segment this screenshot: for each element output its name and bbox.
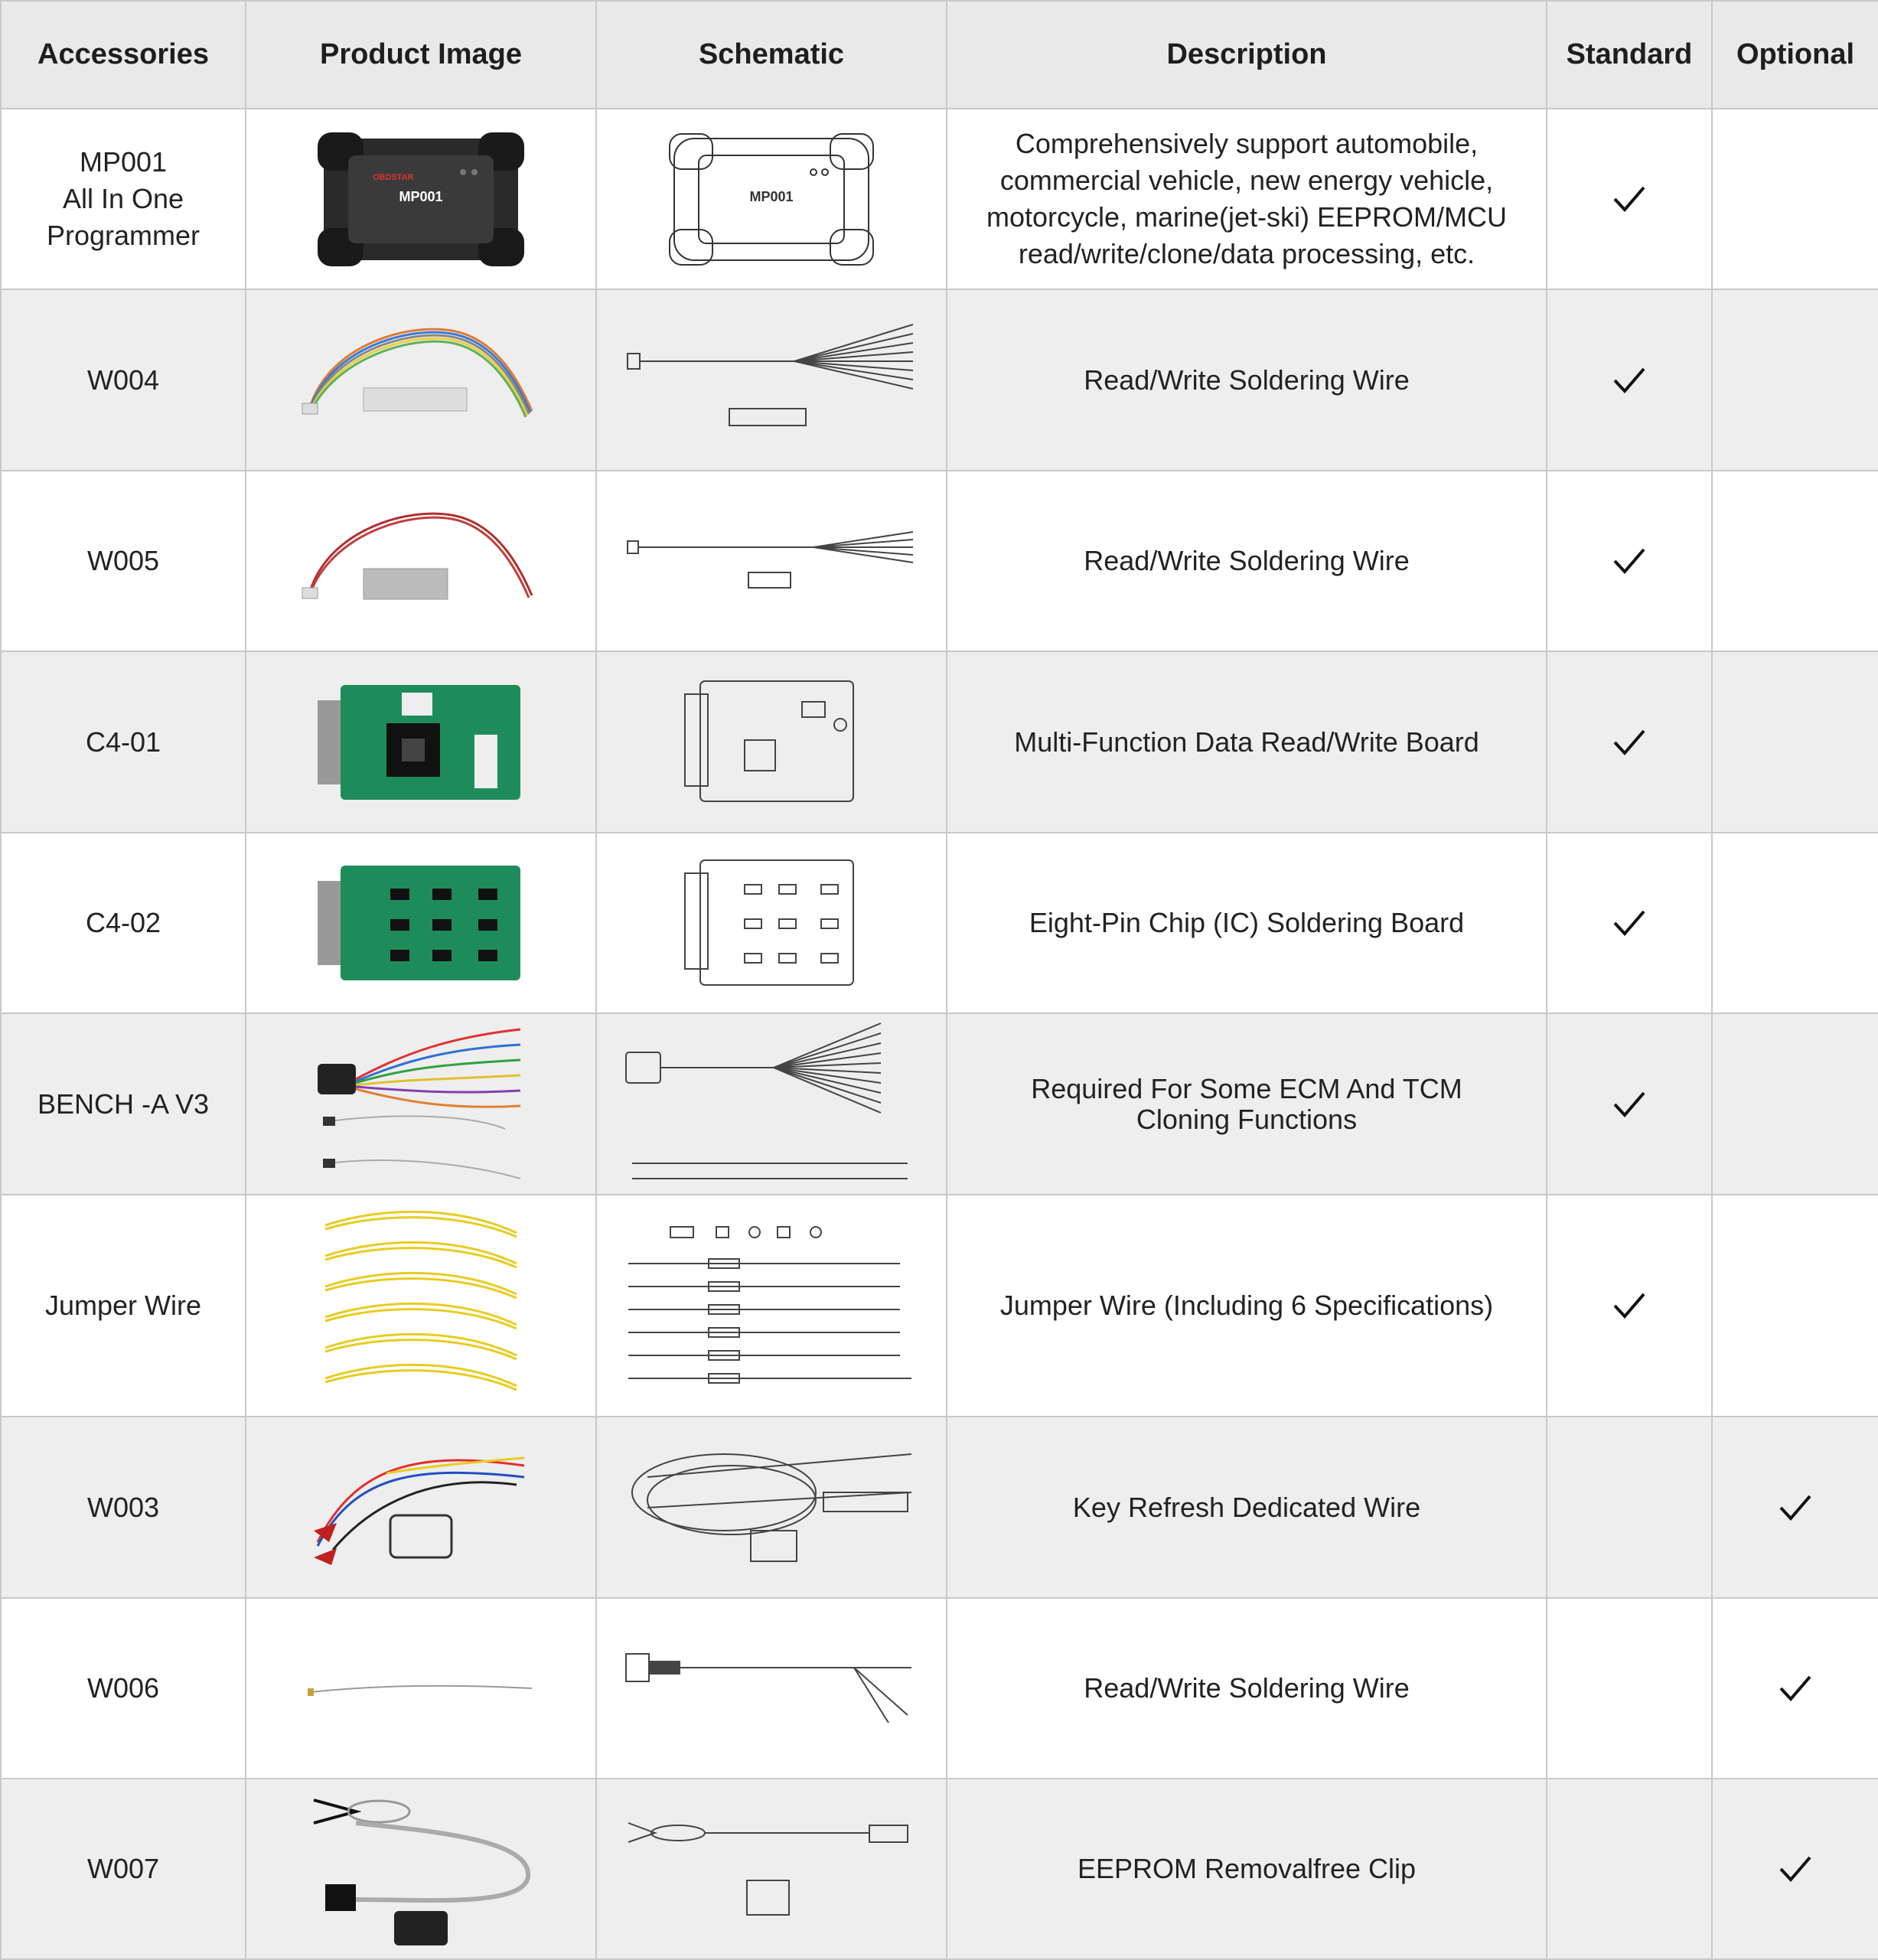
optional-cell [1711,470,1878,652]
description-cell: Key Refresh Dedicated Wire [946,1416,1547,1599]
schematic-w006 [595,1597,947,1779]
accessory-name: W006 [0,1597,246,1779]
table-row: W005 Read/Write Soldering Wire [0,470,1878,652]
schematic-w007 [595,1778,947,1960]
description-cell: Comprehensively support automobile, comm… [946,108,1547,290]
header-accessories: Accessories [0,0,246,109]
description-cell: EEPROM Removalfree Clip [946,1778,1547,1960]
standard-cell [1546,289,1713,471]
description-cell: Eight-Pin Chip (IC) Soldering Board [946,832,1547,1014]
accessory-name: MP001 All In One Programmer [0,108,246,290]
optional-cell [1711,1597,1878,1779]
schematic-w003 [595,1416,947,1599]
optional-cell [1711,1013,1878,1195]
table-row: C4-01 Mul [0,651,1878,833]
optional-cell [1711,289,1878,471]
table-row: Jumper Wire [0,1194,1878,1417]
product-image-label: MP001 [399,189,442,204]
standard-cell [1546,1013,1713,1195]
accessory-name: C4-01 [0,651,246,833]
accessory-name-line: Programmer [46,220,201,251]
checkmark-icon [1613,367,1645,393]
optional-cell [1711,108,1878,290]
checkmark-icon [1613,910,1645,936]
accessory-name-line: MP001 [79,146,168,178]
header-optional: Optional [1711,0,1878,109]
standard-cell [1546,470,1713,652]
table-row: MP001 All In One Programmer OBDSTAR MP00… [0,108,1878,290]
table-row: W006 Read/Write Soldering Wire [0,1597,1878,1779]
schematic-mp001: MP001 [595,108,947,290]
schematic-jumper-wire [595,1194,947,1417]
product-image-w006 [245,1597,597,1779]
accessory-name: BENCH -A V3 [0,1013,246,1195]
accessory-name: W003 [0,1416,246,1599]
standard-cell [1546,108,1713,290]
table-row: W004 Read [0,289,1878,471]
optional-cell [1711,832,1878,1014]
standard-cell [1546,651,1713,833]
accessory-name: W004 [0,289,246,471]
description-cell: Read/Write Soldering Wire [946,470,1547,652]
product-image-w005 [245,470,597,652]
product-image-w007 [245,1778,597,1960]
product-image-w004 [245,289,597,471]
accessory-name: W007 [0,1778,246,1960]
standard-cell [1546,1597,1713,1779]
schematic-c4-02 [595,832,947,1014]
table-row: C4-02 Eight-Pin Chip [0,832,1878,1014]
header-standard: Standard [1546,0,1713,109]
optional-cell [1711,1778,1878,1960]
accessory-name-line: All In One [62,183,184,214]
checkmark-icon [1613,1293,1645,1319]
header-schematic: Schematic [595,0,947,109]
optional-cell [1711,651,1878,833]
schematic-bench-a-v3 [595,1013,947,1195]
product-image-mp001: OBDSTAR MP001 [245,108,597,290]
checkmark-icon [1613,548,1645,574]
product-image-jumper-wire [245,1194,597,1417]
accessory-name: C4-02 [0,832,246,1014]
standard-cell [1546,1778,1713,1960]
standard-cell [1546,832,1713,1014]
accessory-name: W005 [0,470,246,652]
optional-cell [1711,1416,1878,1599]
product-image-c4-02 [245,832,597,1014]
schematic-w005 [595,470,947,652]
description-cell: Required For Some ECM And TCM Cloning Fu… [946,1013,1547,1195]
description-cell: Multi-Function Data Read/Write Board [946,651,1547,833]
standard-cell [1546,1194,1713,1417]
schematic-w004 [595,289,947,471]
checkmark-icon [1779,1856,1811,1882]
checkmark-icon [1779,1495,1811,1521]
table-row: W007 EEPROM Removalf [0,1778,1878,1960]
table-row: BENCH -A V3 [0,1013,1878,1195]
schematic-c4-01 [595,651,947,833]
header-product-image: Product Image [245,0,597,109]
optional-cell [1711,1194,1878,1417]
checkmark-icon [1613,729,1645,755]
checkmark-icon [1613,186,1645,212]
product-image-bench-a-v3 [245,1013,597,1195]
header-row: Accessories Product Image Schematic Desc… [0,0,1878,109]
checkmark-icon [1613,1091,1645,1117]
description-cell: Jumper Wire (Including 6 Specifications) [946,1194,1547,1417]
description-cell: Read/Write Soldering Wire [946,1597,1547,1779]
checkmark-icon [1779,1675,1811,1701]
schematic-label: MP001 [749,189,793,204]
description-cell: Read/Write Soldering Wire [946,289,1547,471]
product-image-c4-01 [245,651,597,833]
standard-cell [1546,1416,1713,1599]
header-description: Description [946,0,1547,109]
svg-text:OBDSTAR: OBDSTAR [373,173,414,182]
product-image-w003 [245,1416,597,1599]
table-row: W003 [0,1416,1878,1599]
accessory-name: Jumper Wire [0,1194,246,1417]
